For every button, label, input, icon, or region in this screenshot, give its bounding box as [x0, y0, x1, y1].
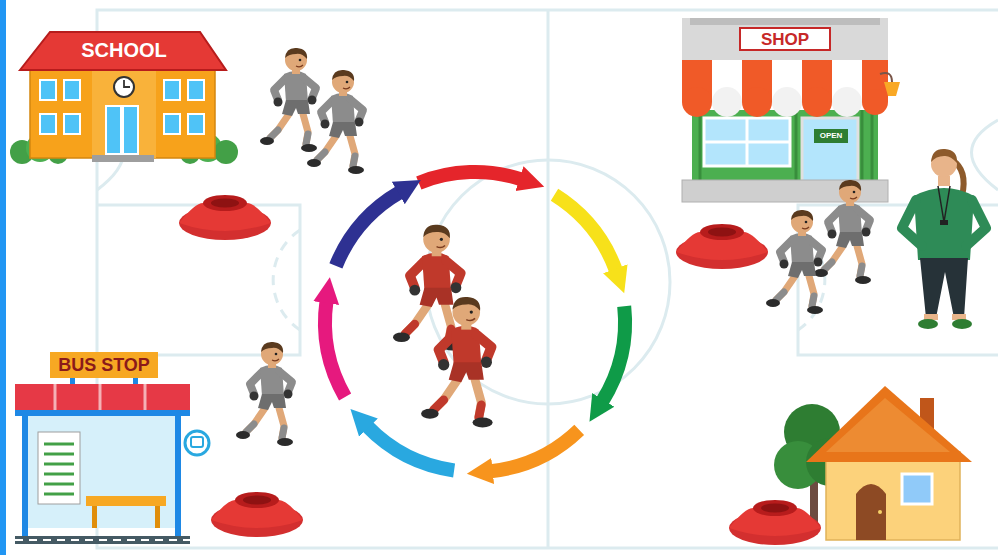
pitch-lines — [97, 10, 998, 548]
bus-stop-sign: BUS STOP — [58, 356, 150, 374]
school-building — [10, 32, 238, 164]
open-sign: OPEN — [820, 132, 843, 140]
shop-sign: SHOP — [761, 31, 809, 48]
cone — [676, 224, 768, 269]
cone — [211, 492, 303, 537]
bus-stop — [15, 352, 209, 544]
rotation-arrows — [325, 172, 625, 471]
school-sign: SCHOOL — [81, 40, 167, 60]
red-players — [393, 225, 493, 428]
shop-building — [682, 18, 900, 202]
cone — [729, 500, 821, 545]
coach — [902, 149, 986, 329]
grey-players — [236, 48, 871, 446]
cone — [179, 195, 271, 240]
edge-bar — [0, 0, 6, 555]
